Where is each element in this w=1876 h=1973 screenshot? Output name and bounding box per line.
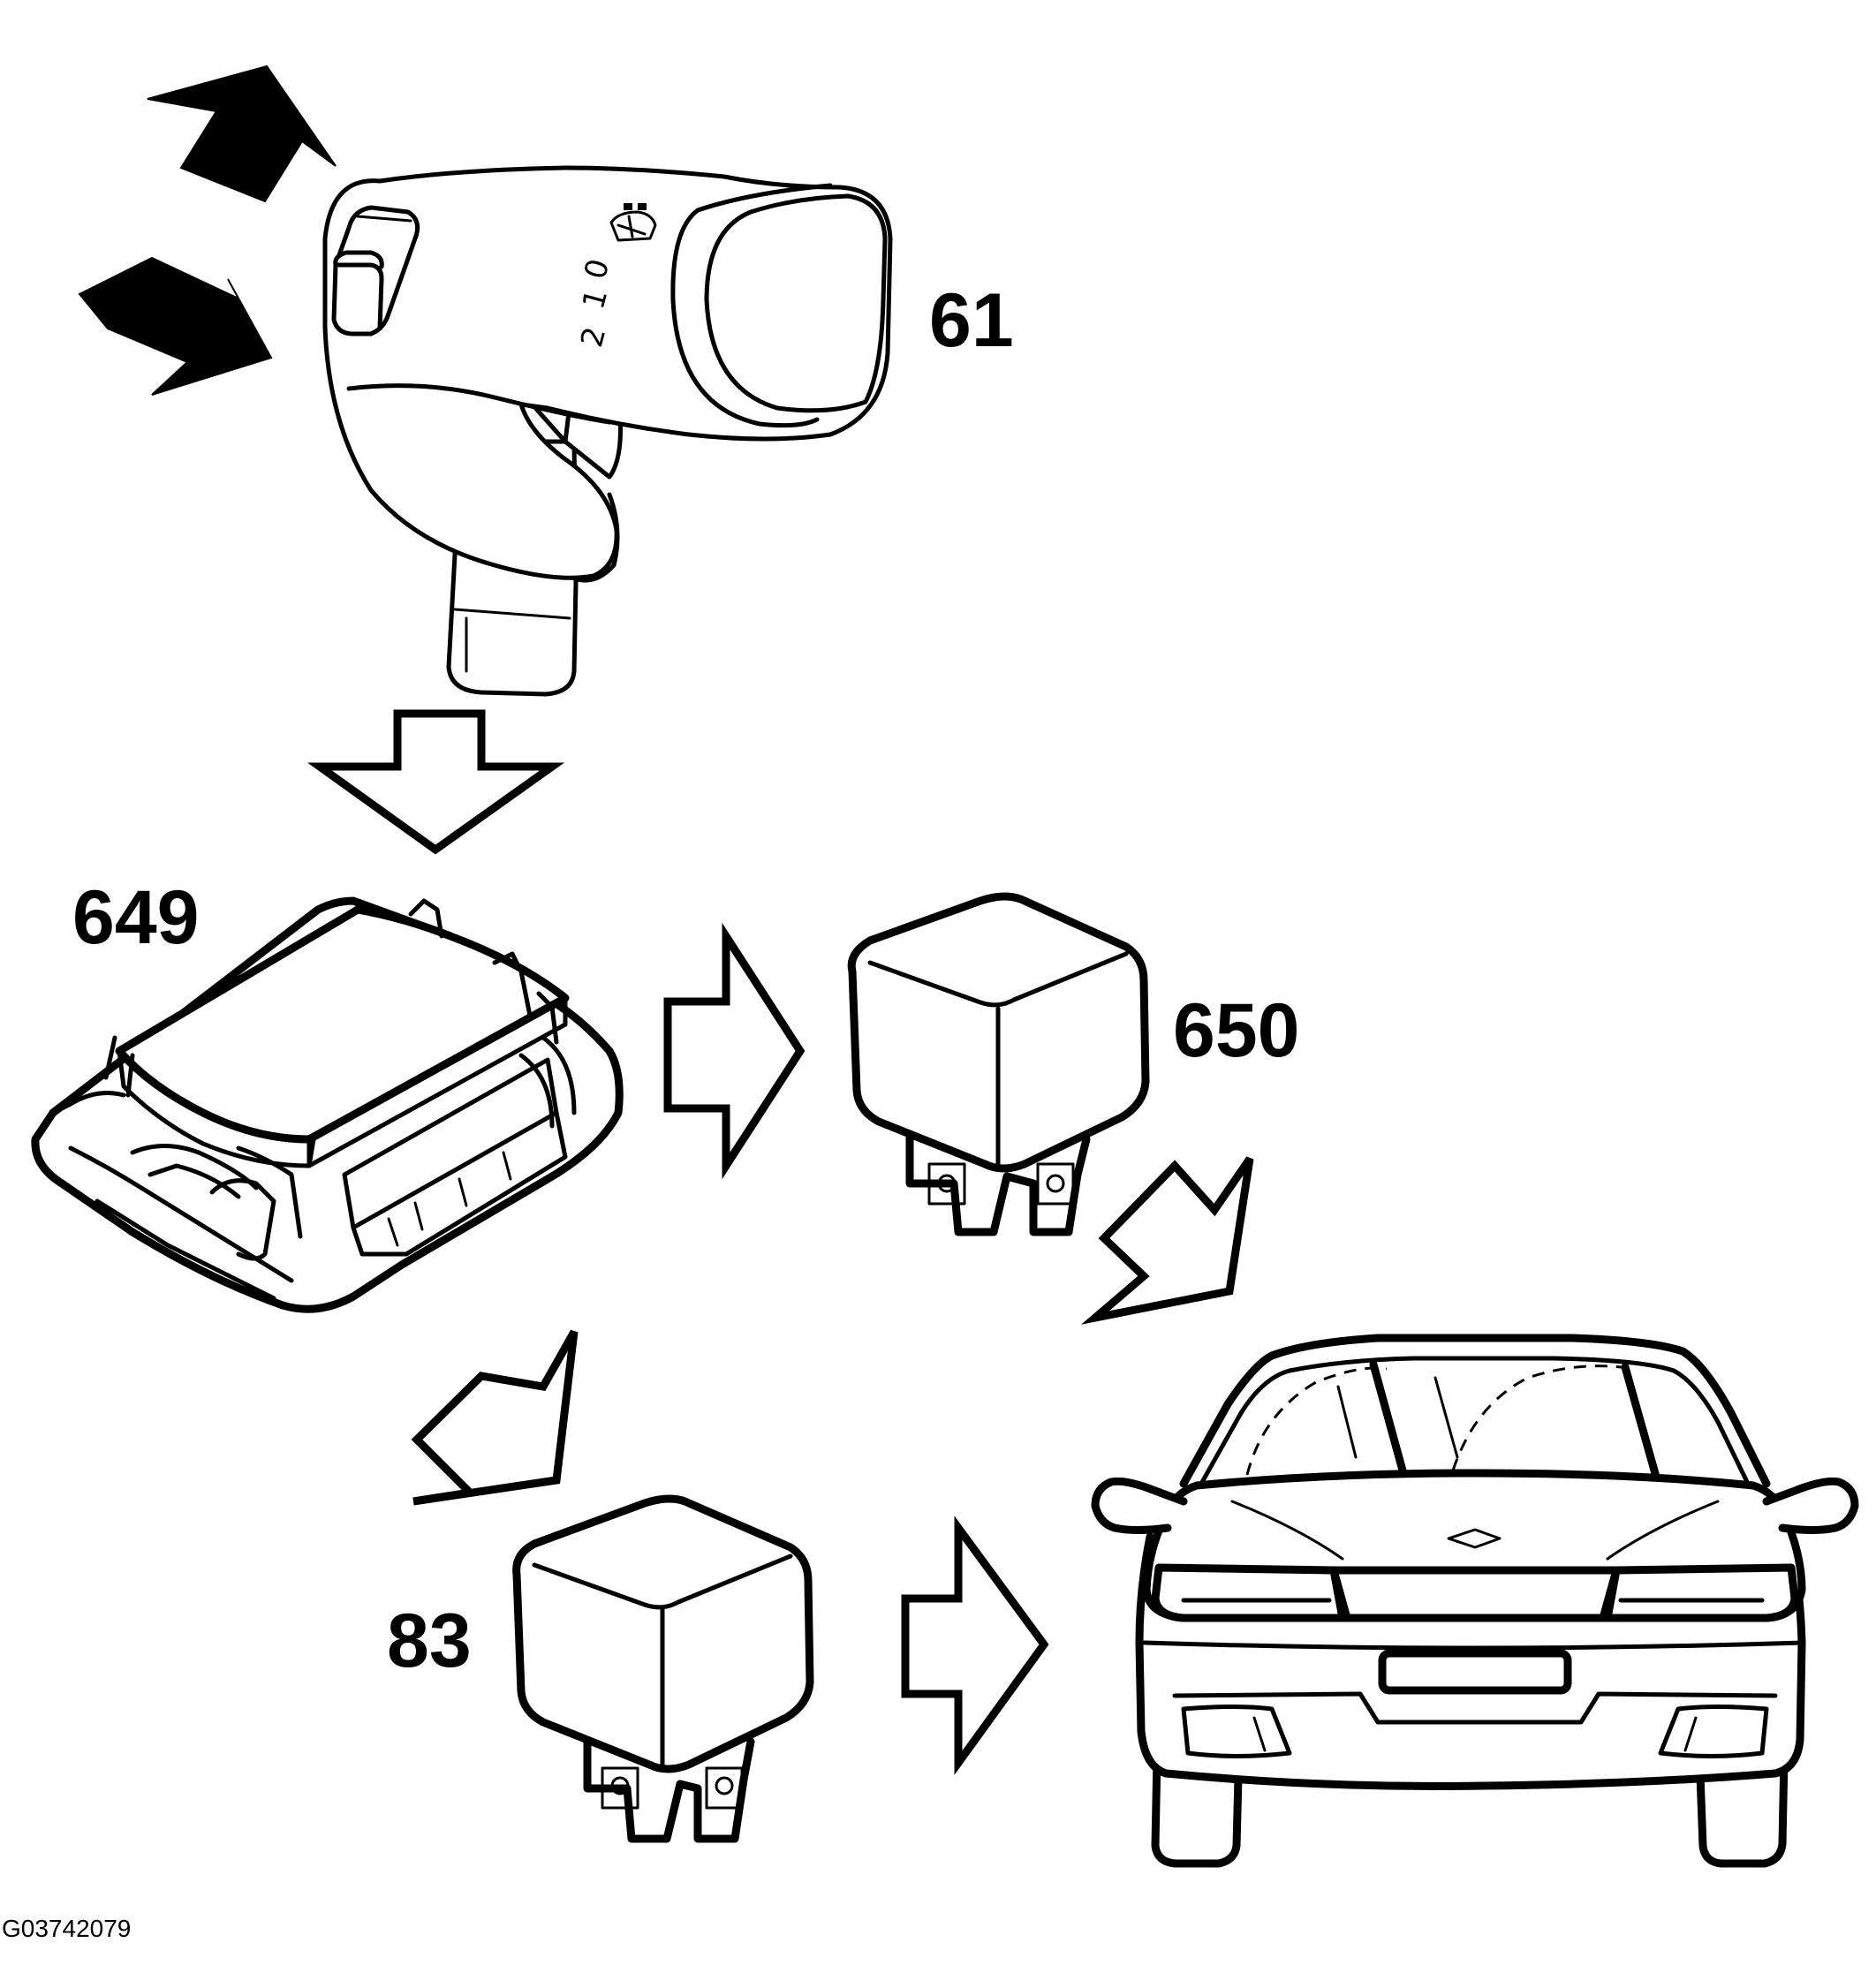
callout-650: 650 (1173, 988, 1300, 1073)
car-front-view (1091, 1334, 1859, 1868)
wiper-control-module (31, 896, 624, 1313)
callout-649: 649 (72, 875, 200, 960)
figure-id: G03742079 (2, 1915, 132, 1942)
wiper-symbol-icon (609, 203, 657, 242)
relay-650 (847, 892, 1150, 1236)
wiper-stalk-switch: 0 1 2 (322, 165, 893, 697)
callout-83: 83 (387, 1599, 472, 1683)
flow-arrow-module-to-relay-83 (411, 1329, 579, 1506)
motion-arrow-lower (78, 256, 273, 396)
relay-83 (512, 1494, 814, 1843)
flow-arrow-relay-83-to-car (901, 1516, 1049, 1775)
motion-arrow-upper (147, 64, 337, 203)
flow-arrow-switch-to-module (307, 709, 565, 855)
callout-61: 61 (929, 278, 1014, 363)
flow-arrow-module-to-relay-650 (663, 922, 806, 1180)
flow-arrow-relay-650-to-car (1081, 1156, 1254, 1325)
